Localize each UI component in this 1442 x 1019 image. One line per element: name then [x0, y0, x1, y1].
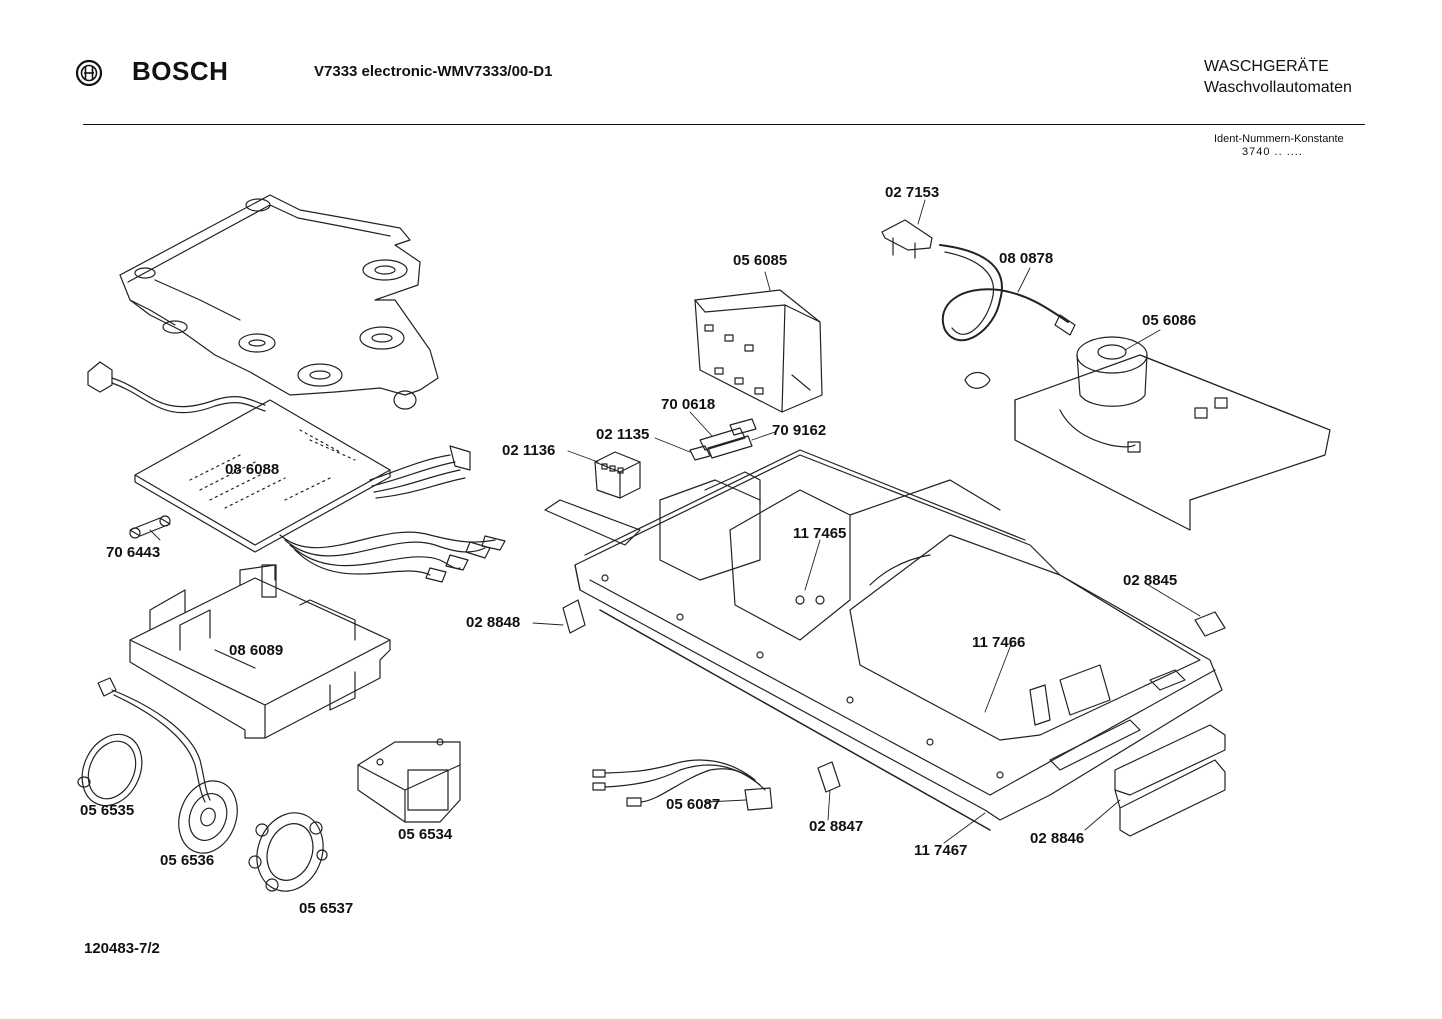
category-title: WASCHGERÄTE — [1204, 58, 1329, 75]
control-module-drawing — [545, 450, 1222, 830]
part-label-028846: 02 8846 — [1030, 830, 1085, 847]
fuse-drawing — [130, 516, 170, 538]
part-label-056086: 05 6086 — [1142, 312, 1197, 329]
speaker-cable-drawing — [98, 678, 210, 802]
part-label-056536: 05 6536 — [160, 852, 215, 869]
part-label-027153: 02 7153 — [885, 184, 940, 201]
bracket-drawing — [882, 220, 932, 258]
leader-lines — [150, 200, 1200, 843]
bosch-logo-icon — [75, 59, 103, 87]
small-parts-drawing — [563, 600, 1225, 836]
ring-drawing — [71, 725, 153, 816]
model-title: V7333 electronic-WMV7333/00-D1 — [314, 63, 553, 80]
part-label-086088: 08 6088 — [225, 461, 280, 478]
part-label-028845: 02 8845 — [1123, 572, 1178, 589]
part-label-056534: 05 6534 — [398, 826, 453, 843]
part-label-080878: 08 0878 — [999, 250, 1054, 267]
part-label-021135: 02 1135 — [596, 426, 650, 443]
pressure-switch-drawing — [1015, 337, 1330, 530]
cover-plate-drawing — [120, 195, 438, 409]
brand-name: BOSCH — [132, 56, 229, 86]
transformer-drawing — [358, 739, 460, 822]
speaker-drawing — [169, 773, 247, 862]
part-label-117466: 11 7466 — [972, 634, 1026, 651]
part-label-056537: 05 6537 — [299, 900, 354, 917]
fuses-drawing — [690, 419, 756, 460]
part-label-117467: 11 7467 — [914, 842, 968, 859]
connector-drawing — [595, 452, 640, 498]
part-label-086089: 08 6089 — [229, 642, 284, 659]
hose-drawing — [940, 245, 1075, 388]
part-label-117465: 11 7465 — [793, 525, 847, 542]
part-label-028848: 02 8848 — [466, 614, 521, 631]
relay-block-drawing — [695, 290, 822, 412]
header-divider — [83, 124, 1365, 125]
part-label-056535: 05 6535 — [80, 802, 135, 819]
part-label-028847: 02 8847 — [809, 818, 864, 835]
harness-drawing — [88, 362, 265, 413]
part-label-709162: 70 9162 — [772, 422, 827, 439]
ident-value: 3740 .. .... — [1242, 146, 1303, 158]
category-subtitle: Waschvollautomaten — [1204, 79, 1352, 96]
wire-set-drawing — [593, 760, 772, 810]
ident-label: Ident-Nummern-Konstante — [1214, 133, 1344, 145]
housing-drawing — [130, 565, 390, 738]
part-label-056085: 05 6085 — [733, 252, 788, 269]
holder-drawing — [246, 803, 334, 900]
part-label-706443: 70 6443 — [106, 544, 161, 561]
part-label-021136: 02 1136 — [502, 442, 556, 459]
circuit-board-drawing — [135, 400, 505, 582]
part-label-056087: 05 6087 — [666, 796, 721, 813]
drawing-code: 120483-7/2 — [84, 940, 160, 957]
part-label-700618: 70 0618 — [661, 396, 716, 413]
